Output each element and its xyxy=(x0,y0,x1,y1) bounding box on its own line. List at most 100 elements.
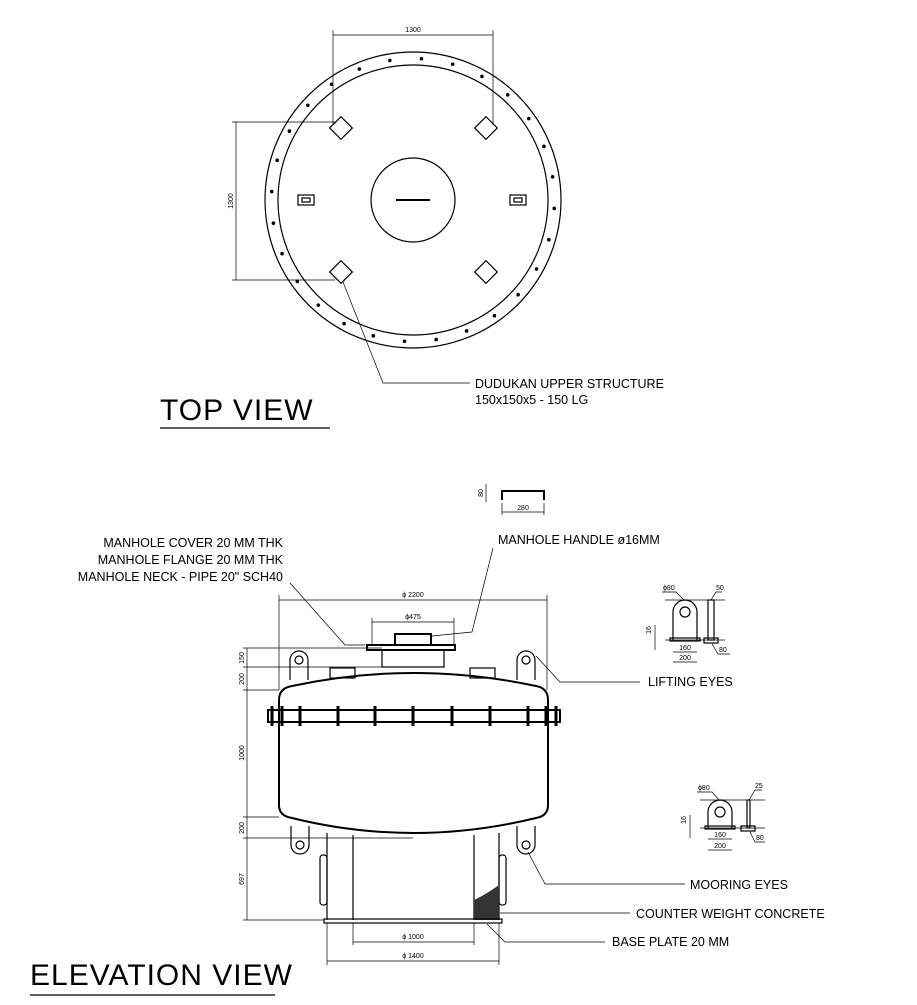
bolt-hole xyxy=(287,129,292,133)
dim-1000-dia: ϕ 1000 xyxy=(402,934,424,941)
upper-structure-seats xyxy=(328,115,499,285)
bolt-hole xyxy=(552,206,557,211)
mooring-dim-outer: 200 xyxy=(714,843,726,850)
label-lifting-eyes: LIFTING EYES xyxy=(648,675,733,689)
flange-bolt xyxy=(280,706,284,726)
counter-weight-concrete xyxy=(474,885,499,920)
dim-200-bottom: 200 xyxy=(239,822,246,834)
mooring-dim-thk: 25 xyxy=(755,783,763,790)
label-mooring-eyes: MOORING EYES xyxy=(690,878,788,892)
dim-lines xyxy=(232,30,494,281)
bolt-hole xyxy=(480,74,484,79)
dim-475: ϕ475 xyxy=(405,614,421,621)
bolt-hole xyxy=(357,67,362,71)
bolt-hole xyxy=(342,321,346,326)
bolt-hole xyxy=(275,158,279,163)
lifting-dim-side: 80 xyxy=(719,647,727,654)
label-manhole-cover: MANHOLE COVER 20 MM THK xyxy=(103,536,283,550)
dim-1300-h: 1300 xyxy=(405,27,421,34)
lifting-dim-outer: 200 xyxy=(679,655,691,662)
bolt-hole xyxy=(329,82,334,87)
bolt-hole xyxy=(516,292,520,297)
handle-dim-80: 80 xyxy=(478,489,485,497)
lifting-dim-hole: ϕ80 xyxy=(663,585,675,592)
dim-697: 697 xyxy=(239,873,246,885)
mooring-dim-inner: 160 xyxy=(714,832,726,839)
flange-bolt xyxy=(411,706,415,726)
callout-line1: DUDUKAN UPPER STRUCTURE xyxy=(475,377,664,391)
label-manhole-flange: MANHOLE FLANGE 20 MM THK xyxy=(98,553,284,567)
elevation-view: ϕ 2200 ϕ475 150 200 1000 200 697 ϕ 1000 … xyxy=(30,484,825,996)
bolt-hole xyxy=(306,103,310,108)
mooring-eye-detail: ϕ80 25 16 160 200 80 xyxy=(681,783,765,851)
manhole-neck xyxy=(381,649,445,668)
bolt-hole xyxy=(450,62,455,66)
bolt-hole xyxy=(402,339,407,344)
callout-line2: 150x150x5 - 150 LG xyxy=(475,393,588,407)
bolt-hole xyxy=(316,303,321,307)
manhole-circle xyxy=(370,157,456,243)
lifting-eye-detail: ϕ80 50 16 160 200 80 xyxy=(646,585,730,663)
bolt-holes xyxy=(269,56,557,344)
flange-bolt xyxy=(373,706,377,726)
flange-bolt xyxy=(488,706,492,726)
elevation-view-title: ELEVATION VIEW xyxy=(30,959,293,992)
callout-leader xyxy=(342,281,470,384)
dim-1300-v: 1300 xyxy=(228,193,235,209)
label-manhole-neck: MANHOLE NECK - PIPE 20" SCH40 xyxy=(78,570,283,584)
dim-1000: 1000 xyxy=(239,745,246,761)
inner-ring xyxy=(277,64,549,336)
bolt-hole xyxy=(388,58,392,63)
mooring-dim-hole: ϕ80 xyxy=(698,785,710,792)
dim-150: 150 xyxy=(239,652,246,664)
bolt-hole xyxy=(492,313,497,318)
seats xyxy=(329,667,496,679)
outer-ring xyxy=(264,51,562,349)
handle-dim-280: 280 xyxy=(517,505,529,512)
bolt-hole xyxy=(526,116,531,121)
bolt-hole xyxy=(419,56,424,61)
top-view-title: TOP VIEW xyxy=(160,394,314,427)
dim-lines-elev xyxy=(243,595,548,965)
flange-bolt xyxy=(544,706,548,726)
bolt-hole xyxy=(547,237,551,242)
mooring-dim-h: 16 xyxy=(681,816,688,824)
bolt-hole xyxy=(271,221,276,225)
dim-200-top: 200 xyxy=(239,673,246,685)
bolt-hole xyxy=(464,329,469,333)
lifting-dim-thk: 50 xyxy=(716,585,724,592)
bolt-hole xyxy=(542,144,546,149)
flange-bolt xyxy=(554,706,558,726)
leaders xyxy=(289,547,685,943)
bolt-hole xyxy=(434,337,438,342)
label-manhole-handle: MANHOLE HANDLE ø16MM xyxy=(498,533,660,547)
bolt-hole xyxy=(534,267,539,271)
bolt-hole xyxy=(295,279,300,284)
handle-detail: 280 80 xyxy=(478,484,545,515)
flange-bolts xyxy=(270,706,558,726)
flange-bolt xyxy=(298,706,302,726)
lifting-eyes-elev xyxy=(289,650,536,680)
label-counter-weight: COUNTER WEIGHT CONCRETE xyxy=(636,907,825,921)
lifting-dim-inner: 160 xyxy=(679,645,691,652)
flange-bolt xyxy=(526,706,530,726)
dim-2200: ϕ 2200 xyxy=(402,592,424,599)
slots xyxy=(297,194,527,206)
tank-body xyxy=(278,672,549,834)
dim-1400-dia: ϕ 1400 xyxy=(402,953,424,960)
bolt-hole xyxy=(280,251,284,256)
lifting-dim-h: 16 xyxy=(646,626,653,634)
bolt-hole xyxy=(505,93,510,97)
flange-bolt xyxy=(270,706,274,726)
base-plate xyxy=(323,918,503,924)
bolt-hole xyxy=(371,334,376,338)
manhole-cover-handle xyxy=(394,633,432,646)
bolt-hole xyxy=(550,175,555,179)
bolt-hole xyxy=(269,189,274,194)
mooring-dim-side: 80 xyxy=(756,835,764,842)
flange-bolt xyxy=(336,706,340,726)
flange-bolt xyxy=(450,706,454,726)
label-base-plate: BASE PLATE 20 MM xyxy=(612,935,729,949)
top-view: 1300 1300 DUDUKAN UPPER STRUCTURE 150x15… xyxy=(160,27,664,429)
